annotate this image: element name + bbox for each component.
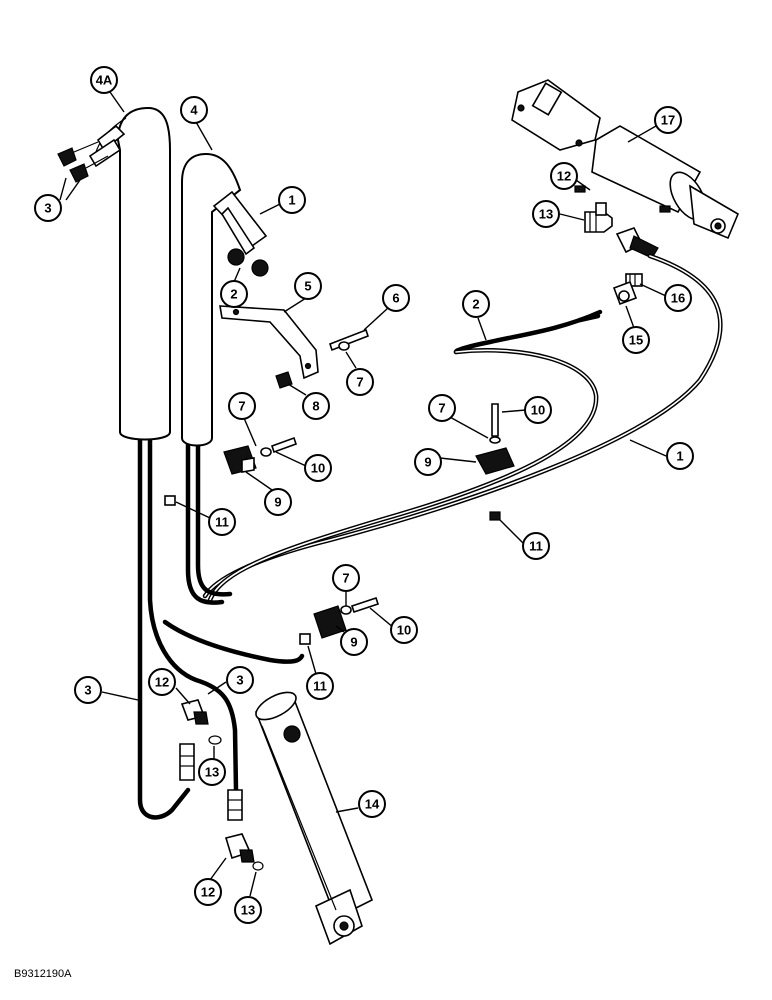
- callout-2a-label: 2: [230, 287, 237, 302]
- callout-11b: 11: [522, 532, 550, 560]
- fitting-12-lower: [224, 833, 264, 871]
- bracket-5: [219, 305, 369, 389]
- callout-10a: 10: [524, 396, 552, 424]
- callout-5-label: 5: [304, 279, 311, 294]
- clamp-9-middle: [475, 403, 515, 521]
- callout-1b-label: 1: [676, 449, 683, 464]
- callout-12b: 12: [148, 668, 176, 696]
- callout-2b: 2: [462, 290, 490, 318]
- callout-9a: 9: [414, 448, 442, 476]
- callout-7a-label: 7: [356, 375, 363, 390]
- callout-7b: 7: [428, 394, 456, 422]
- callout-14: 14: [358, 790, 386, 818]
- fitting-12-left: [180, 699, 222, 745]
- hose-routes: [137, 253, 723, 820]
- callout-9a-label: 9: [424, 455, 431, 470]
- callout-15-label: 15: [629, 333, 643, 348]
- callout-12b-label: 12: [155, 675, 169, 690]
- callout-6-label: 6: [392, 291, 399, 306]
- callout-3c: 3: [226, 666, 254, 694]
- sleeve-4: [181, 152, 269, 447]
- callout-3c-label: 3: [236, 673, 243, 688]
- callout-17-label: 17: [661, 113, 675, 128]
- callout-10a-label: 10: [531, 403, 545, 418]
- fitting-hose-end-left: [179, 743, 195, 781]
- fitting-13-upper: [584, 202, 613, 233]
- callout-13b: 13: [198, 758, 226, 786]
- callout-7b-label: 7: [438, 401, 445, 416]
- callout-17: 17: [654, 106, 682, 134]
- callout-10c: 10: [390, 616, 418, 644]
- callout-13b-label: 13: [205, 765, 219, 780]
- leader-lines: [59, 91, 667, 897]
- callout-7a: 7: [346, 368, 374, 396]
- callout-13c-label: 13: [241, 903, 255, 918]
- callout-12a-label: 12: [557, 169, 571, 184]
- callout-8: 8: [302, 392, 330, 420]
- callout-3a-label: 3: [44, 201, 51, 216]
- callout-4A-label: 4A: [96, 73, 113, 88]
- callout-7c-label: 7: [238, 399, 245, 414]
- callout-9c: 9: [340, 628, 368, 656]
- callout-2b-label: 2: [472, 297, 479, 312]
- callout-13a: 13: [532, 200, 560, 228]
- callout-12c: 12: [194, 878, 222, 906]
- clamp-9-left: [164, 436, 298, 506]
- callout-11c-label: 11: [313, 679, 327, 694]
- callout-4: 4: [180, 96, 208, 124]
- callout-16-label: 16: [671, 291, 685, 306]
- callout-8-label: 8: [312, 399, 319, 414]
- callout-3b: 3: [74, 676, 102, 704]
- clamp-9-lower: [299, 596, 380, 645]
- callout-3b-label: 3: [84, 683, 91, 698]
- callout-9b: 9: [264, 488, 292, 516]
- callout-1a-label: 1: [288, 193, 295, 208]
- callout-2a: 2: [220, 280, 248, 308]
- callout-13a-label: 13: [539, 207, 553, 222]
- callout-12a: 12: [550, 162, 578, 190]
- callout-9c-label: 9: [350, 635, 357, 650]
- callout-10b: 10: [304, 454, 332, 482]
- callout-6: 6: [382, 284, 410, 312]
- callout-1a: 1: [278, 186, 306, 214]
- fitting-15: [612, 280, 638, 306]
- callout-5: 5: [294, 272, 322, 300]
- callout-16: 16: [664, 284, 692, 312]
- fitting-right-hose-end: [615, 227, 659, 259]
- callout-9b-label: 9: [274, 495, 281, 510]
- callout-4-label: 4: [190, 103, 198, 118]
- callout-7d-label: 7: [342, 571, 349, 586]
- callout-11b-label: 11: [529, 539, 543, 554]
- fitting-hose-end-right: [227, 789, 243, 821]
- upper-cylinder: [511, 79, 740, 240]
- callout-12c-label: 12: [201, 885, 215, 900]
- callout-1b: 1: [666, 442, 694, 470]
- callout-7c: 7: [228, 392, 256, 420]
- sleeve-4A: [57, 106, 171, 441]
- lower-cylinder-14: [254, 691, 374, 946]
- callout-13c: 13: [234, 896, 262, 924]
- figure-reference-number: B9312190A: [14, 968, 72, 980]
- callout-10c-label: 10: [397, 623, 411, 638]
- callout-4A: 4A: [90, 66, 118, 94]
- callout-11a-label: 11: [215, 515, 229, 530]
- callout-3a: 3: [34, 194, 62, 222]
- callout-14-label: 14: [365, 797, 380, 812]
- callout-11a: 11: [208, 508, 236, 536]
- callout-11c: 11: [306, 672, 334, 700]
- callout-10b-label: 10: [311, 461, 325, 476]
- callout-7d: 7: [332, 564, 360, 592]
- callout-15: 15: [622, 326, 650, 354]
